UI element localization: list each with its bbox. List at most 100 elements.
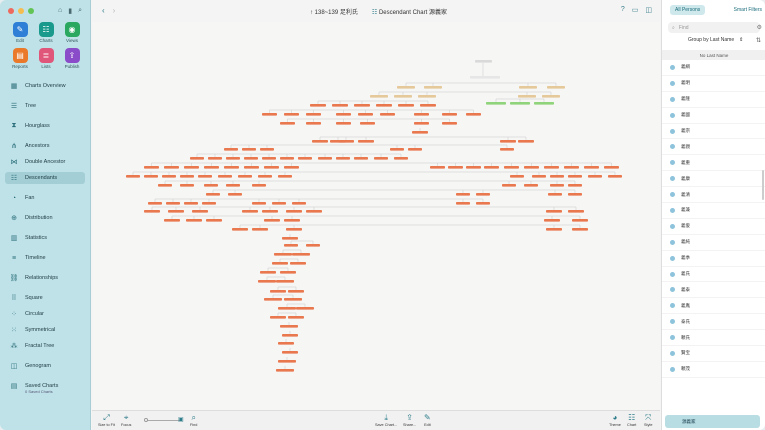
person-node[interactable]: [260, 271, 276, 274]
person-row[interactable]: 義兼: [662, 203, 765, 219]
person-node[interactable]: [290, 262, 306, 265]
person-row[interactable]: 義康: [662, 171, 765, 188]
person-node[interactable]: [270, 290, 286, 293]
edit-chart-button[interactable]: ✎Edit: [424, 413, 431, 427]
app-lists[interactable]: ≣ Lists: [34, 48, 58, 69]
person-row[interactable]: 義明: [662, 76, 765, 92]
person-node[interactable]: [186, 219, 202, 222]
nav-saved-charts[interactable]: ▤Saved Charts: [5, 380, 85, 392]
minimize-window-button[interactable]: [18, 8, 24, 14]
person-node[interactable]: [238, 175, 252, 178]
person-node[interactable]: [284, 219, 300, 222]
person-node[interactable]: [206, 193, 220, 196]
person-node[interactable]: [476, 193, 490, 196]
person-node[interactable]: [226, 184, 240, 187]
person-node[interactable]: [280, 157, 294, 160]
save-chart-button[interactable]: ⤓Save Chart...: [375, 413, 397, 427]
person-node[interactable]: [374, 157, 388, 160]
person-node[interactable]: [292, 202, 306, 205]
person-node[interactable]: [418, 95, 436, 98]
person-node[interactable]: [218, 175, 232, 178]
person-row[interactable]: 義泰: [662, 282, 765, 299]
person-node[interactable]: [224, 166, 239, 169]
person-node[interactable]: [336, 113, 351, 116]
person-node[interactable]: [278, 360, 296, 363]
person-node[interactable]: [162, 175, 176, 178]
person-row[interactable]: 賢宝: [662, 346, 765, 362]
person-node[interactable]: [288, 290, 304, 293]
focus-button[interactable]: ⌖Focus: [121, 413, 131, 427]
person-node[interactable]: [252, 228, 268, 231]
person-node[interactable]: [164, 166, 179, 169]
person-node[interactable]: [336, 157, 350, 160]
person-node[interactable]: [360, 122, 375, 125]
person-node[interactable]: [448, 166, 463, 169]
person-node[interactable]: [288, 316, 304, 319]
person-row[interactable]: 義親: [662, 139, 765, 156]
person-node[interactable]: [534, 102, 554, 105]
group-by-select[interactable]: Group by Last Name ⇕: [688, 37, 743, 43]
sort-icon[interactable]: ⇅: [755, 38, 761, 44]
nav-fractal-tree[interactable]: ⁂Fractal Tree: [5, 340, 85, 352]
person-node[interactable]: [306, 113, 321, 116]
person-node[interactable]: [398, 104, 414, 107]
person-node[interactable]: [504, 166, 519, 169]
person-node[interactable]: [584, 166, 599, 169]
person-node[interactable]: [292, 253, 310, 256]
person-node[interactable]: [242, 148, 256, 151]
person-node[interactable]: [358, 113, 373, 116]
breadcrumb-person[interactable]: ↑ 138~139 足利氏: [310, 10, 358, 16]
person-node[interactable]: [500, 140, 516, 143]
person-node[interactable]: [282, 237, 298, 240]
person-node[interactable]: [420, 104, 436, 107]
person-node[interactable]: [306, 210, 322, 213]
person-node[interactable]: [476, 202, 490, 205]
person-node[interactable]: [280, 325, 298, 328]
person-node[interactable]: [546, 228, 562, 231]
person-node[interactable]: [166, 202, 180, 205]
person-node[interactable]: [264, 219, 280, 222]
person-node[interactable]: [286, 228, 302, 231]
person-row[interactable]: 義隆: [662, 92, 765, 108]
person-node[interactable]: [466, 113, 481, 116]
nav-tree[interactable]: ☰Tree: [5, 100, 85, 112]
person-node[interactable]: [376, 104, 392, 107]
person-node[interactable]: [262, 157, 276, 160]
person-node[interactable]: [424, 86, 442, 89]
person-node[interactable]: [568, 193, 582, 196]
person-node[interactable]: [510, 175, 524, 178]
person-node[interactable]: [144, 210, 160, 213]
person-node[interactable]: [542, 95, 560, 98]
person-node[interactable]: [354, 157, 368, 160]
person-node[interactable]: [272, 262, 288, 265]
person-node[interactable]: [228, 193, 242, 196]
person-node[interactable]: [204, 184, 218, 187]
person-node[interactable]: [278, 342, 294, 345]
root-node[interactable]: [475, 60, 492, 63]
person-node[interactable]: [358, 140, 374, 143]
person-node[interactable]: [604, 166, 619, 169]
selected-person-row[interactable]: 源義家: [665, 415, 760, 428]
person-node[interactable]: [568, 210, 584, 213]
person-node[interactable]: [354, 104, 370, 107]
person-node[interactable]: [260, 148, 274, 151]
person-node[interactable]: [414, 113, 429, 116]
person-node[interactable]: [264, 298, 282, 301]
tab-all-persons[interactable]: All Persons: [670, 5, 706, 15]
person-node[interactable]: [544, 166, 559, 169]
person-row[interactable]: 義胤: [662, 298, 765, 315]
person-node[interactable]: [244, 166, 259, 169]
person-node[interactable]: [244, 157, 258, 160]
zoom-in-icon[interactable]: ▣: [178, 415, 184, 425]
person-node[interactable]: [232, 228, 248, 231]
person-node[interactable]: [206, 219, 222, 222]
person-node[interactable]: [380, 113, 395, 116]
person-node[interactable]: [280, 271, 296, 274]
person-node[interactable]: [568, 184, 582, 187]
person-node[interactable]: [276, 280, 294, 283]
person-node[interactable]: [608, 175, 622, 178]
person-node[interactable]: [252, 184, 266, 187]
person-node[interactable]: [286, 210, 302, 213]
person-row[interactable]: 義俊: [662, 219, 765, 235]
person-node[interactable]: [184, 166, 199, 169]
